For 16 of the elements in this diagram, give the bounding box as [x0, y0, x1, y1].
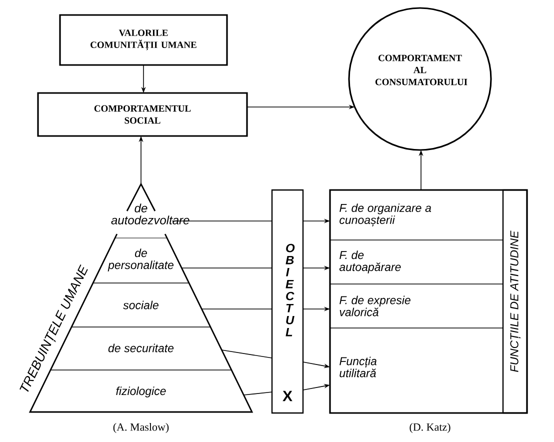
- vertical-box: OBIECTUL X: [271, 189, 304, 414]
- function-box: F. de expresie valorică: [330, 284, 504, 328]
- connector-line: [243, 392, 272, 396]
- process-box: COMPORTAMENTUL SOCIAL: [37, 92, 248, 137]
- panel-label: FUNCȚIILE DE ATITUDINE: [510, 230, 521, 372]
- process-box: VALORILE COMUNITĂȚII UMANE: [59, 14, 228, 66]
- connector-line: [172, 220, 272, 222]
- connector-line: [201, 308, 272, 310]
- source-caption: (D. Katz): [410, 423, 450, 433]
- pyramid-level: de autodezvoltare: [111, 204, 190, 224]
- function-box: F. de autoapărare: [330, 240, 504, 284]
- function-box: F. de organizare a cunoașterii: [330, 190, 504, 240]
- connector-line: [221, 350, 272, 358]
- function-box: Funcția utilitară: [330, 328, 504, 414]
- pyramid-level: de personalitate: [92, 238, 190, 284]
- source-caption: (A. Maslow): [113, 423, 169, 433]
